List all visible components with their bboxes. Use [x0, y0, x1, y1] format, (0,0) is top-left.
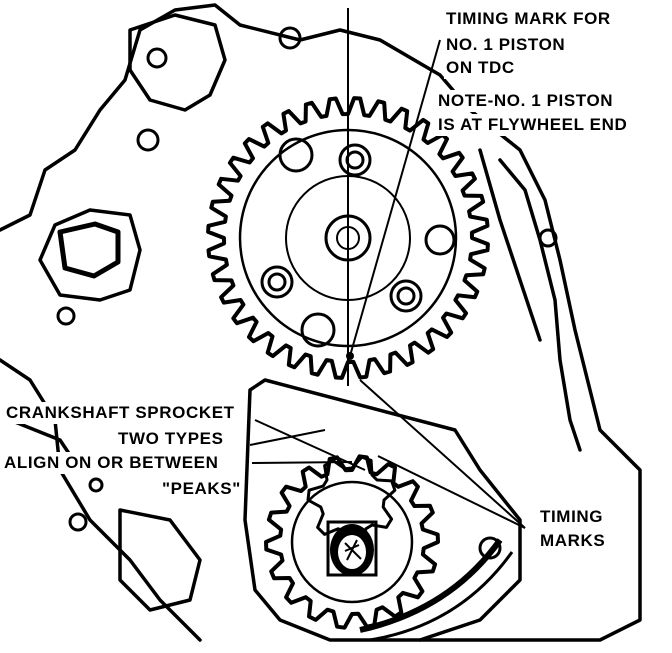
timing-mark-label-line1: TIMING MARK FOR — [444, 8, 613, 30]
leader-line — [377, 455, 526, 529]
bolt-hole — [88, 477, 104, 493]
timing-marks-label-line2: MARKS — [538, 530, 608, 552]
note-label-line1: NOTE-NO. 1 PISTON — [436, 90, 616, 112]
note-label-line2: IS AT FLYWHEEL END — [436, 114, 630, 136]
leader-line — [251, 461, 353, 464]
leader-line — [359, 379, 526, 529]
bolt-hole — [278, 26, 302, 50]
leader-line — [249, 429, 326, 446]
leader-line — [349, 39, 441, 357]
bolt-hole — [478, 536, 502, 560]
crankshaft-label-line4: "PEAKS" — [160, 478, 243, 500]
timing-marks-label-line1: TIMING — [538, 506, 606, 528]
crankshaft-label-line1: CRANKSHAFT SPROCKET — [4, 402, 237, 424]
bolt-hole — [68, 512, 88, 532]
bolt-hole — [56, 306, 76, 326]
upper-bracket — [128, 13, 227, 112]
timing-mark-label-line2: NO. 1 PISTON — [444, 34, 568, 56]
engine-block-outline — [0, 3, 642, 642]
bolt-hole — [136, 128, 160, 152]
bolt-hole — [538, 228, 558, 248]
timing-mark-label-line3: ON TDC — [444, 57, 517, 79]
crankshaft-label-line2: TWO TYPES — [116, 428, 226, 450]
crankshaft-label-line3: ALIGN ON OR BETWEEN — [2, 452, 221, 474]
bolt-hole — [146, 47, 168, 69]
crankshaft-sprocket — [264, 454, 440, 630]
